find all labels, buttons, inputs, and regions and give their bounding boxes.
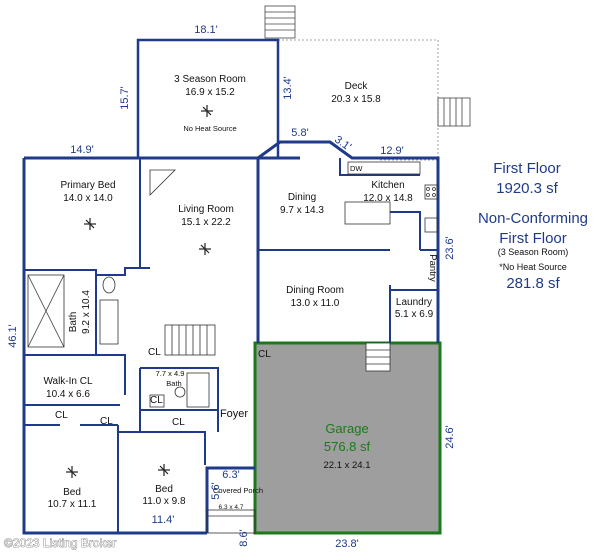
dim-porch-left: 5.6' bbox=[210, 482, 222, 499]
kitchen-fixtures bbox=[344, 161, 438, 233]
walk-in-closet-size: 10.4 x 6.6 bbox=[46, 389, 90, 400]
bed1-name: Bed bbox=[63, 487, 81, 498]
bed2-name: Bed bbox=[155, 484, 173, 495]
closet-label: CL bbox=[150, 395, 163, 406]
garage-size: 22.1 x 24.1 bbox=[323, 460, 370, 471]
dim-bottom-garage: 23.8' bbox=[335, 538, 359, 550]
dim-top-kitchen: 12.9' bbox=[380, 145, 404, 157]
bath2-size: 7.7 x 4.9 bbox=[156, 369, 185, 378]
dim-porch-top: 6.3' bbox=[222, 469, 239, 481]
closet-label: CL bbox=[148, 347, 161, 358]
dining-room-name: Dining Room bbox=[286, 285, 344, 296]
interior-walls bbox=[24, 158, 438, 533]
bed1-size: 10.7 x 11.1 bbox=[48, 499, 97, 510]
nonconforming-subtitle: First Floor bbox=[499, 230, 567, 247]
bed2-size: 11.0 x 9.8 bbox=[142, 496, 186, 507]
interior-stairs bbox=[164, 324, 216, 356]
dim-right-garage: 24.6' bbox=[444, 425, 456, 449]
dim-deck-step: 5.8' bbox=[291, 127, 308, 139]
ceiling-fan-icon bbox=[66, 105, 213, 478]
porch-size: 6.3 x 4.7 bbox=[219, 504, 244, 511]
laundry-name: Laundry bbox=[396, 297, 432, 308]
foyer-name: Foyer bbox=[220, 408, 248, 420]
fireplace bbox=[149, 169, 176, 196]
deck-size: 20.3 x 15.8 bbox=[331, 94, 381, 105]
first-floor-title: First Floor bbox=[493, 160, 561, 177]
dim-right-3season: 13.4' bbox=[282, 76, 294, 100]
closet-labels: CL CL CL CL CL CL DW bbox=[55, 164, 363, 428]
primary-bed-size: 14.0 x 14.0 bbox=[63, 193, 113, 204]
living-room-name: Living Room bbox=[178, 204, 234, 215]
copyright-watermark: ©2023 Listing Broker bbox=[4, 536, 116, 550]
deck-stairs-top bbox=[264, 5, 296, 39]
dishwasher-label: DW bbox=[350, 164, 363, 173]
bath-fixtures bbox=[27, 274, 210, 408]
porch-name: Covered Porch bbox=[213, 486, 263, 495]
porch-steps bbox=[206, 509, 256, 534]
closet-label: CL bbox=[258, 349, 271, 360]
dim-left-3season: 15.7' bbox=[119, 86, 131, 110]
kitchen-name: Kitchen bbox=[371, 180, 404, 191]
nonconforming-area: 281.8 sf bbox=[506, 275, 560, 292]
dim-right-pantry: 23.6' bbox=[444, 236, 456, 260]
nonconforming-note: *No Heat Source bbox=[499, 262, 567, 272]
laundry-size: 5.1 x 6.9 bbox=[395, 309, 434, 320]
dining-name: Dining bbox=[288, 192, 316, 203]
walk-in-closet-name: Walk-In CL bbox=[43, 376, 93, 387]
deck-name: Deck bbox=[345, 81, 369, 92]
deck-stairs-right bbox=[437, 97, 471, 127]
primary-bed-name: Primary Bed bbox=[60, 180, 115, 191]
closet-label: CL bbox=[100, 416, 113, 427]
dim-top-primary: 14.9' bbox=[70, 144, 94, 156]
season-room-size: 16.9 x 15.2 bbox=[185, 87, 235, 98]
garage-area-label: 576.8 sf bbox=[324, 439, 371, 454]
nonconforming-title: Non-Conforming bbox=[478, 210, 588, 227]
dining-room-size: 13.0 x 11.0 bbox=[291, 298, 340, 309]
dim-top-3season: 18.1' bbox=[194, 24, 218, 36]
pantry-name: Pantry bbox=[427, 254, 438, 282]
living-room-size: 15.1 x 22.2 bbox=[181, 217, 231, 228]
season-room-name: 3 Season Room bbox=[174, 74, 246, 85]
nonconforming-room: (3 Season Room) bbox=[498, 247, 569, 257]
dim-bottom-bed: 11.4' bbox=[152, 514, 175, 526]
bath-size: 9.2 x 10.4 bbox=[81, 290, 92, 334]
closet-label: CL bbox=[172, 417, 185, 428]
bath2-name: Bath bbox=[166, 379, 181, 388]
dim-bottom-porch: 8.6' bbox=[238, 529, 250, 546]
dim-left-house: 46.1' bbox=[7, 324, 19, 348]
garage-name: Garage bbox=[325, 421, 368, 436]
dining-size: 9.7 x 14.3 bbox=[280, 205, 324, 216]
kitchen-size: 12.0 x 14.8 bbox=[363, 193, 413, 204]
bath-name: Bath bbox=[68, 312, 79, 333]
garage-stairs bbox=[365, 342, 391, 372]
floor-summary: First Floor 1920.3 sf Non-Conforming Fir… bbox=[478, 160, 588, 292]
closet-label: CL bbox=[55, 410, 68, 421]
season-room-note: No Heat Source bbox=[183, 124, 236, 133]
three-season-room bbox=[136, 38, 280, 160]
garage-area bbox=[253, 341, 442, 535]
first-floor-area: 1920.3 sf bbox=[496, 180, 559, 197]
dim-deck-diag: 3.1' bbox=[332, 134, 353, 154]
